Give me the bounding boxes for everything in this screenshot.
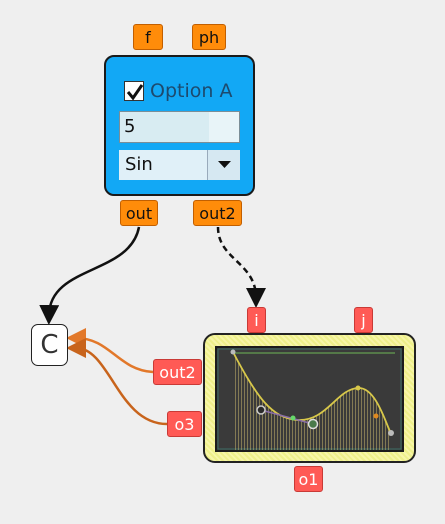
curve-line: [232, 351, 392, 434]
c-node[interactable]: C: [31, 324, 68, 366]
tangent-handle[interactable]: [307, 418, 319, 430]
option-a-label: Option A: [150, 80, 233, 102]
port-out2-left[interactable]: out2: [153, 359, 202, 385]
control-point[interactable]: [388, 430, 394, 436]
port-out2[interactable]: out2: [193, 200, 242, 226]
port-f[interactable]: f: [133, 24, 163, 50]
triangle-down-icon: [218, 161, 231, 168]
tangent-handle[interactable]: [256, 405, 266, 415]
curve-graph[interactable]: [217, 348, 402, 450]
port-ph[interactable]: ph: [192, 24, 226, 50]
control-point-selected[interactable]: [290, 415, 296, 421]
number-input[interactable]: 5: [119, 111, 240, 143]
port-j[interactable]: j: [354, 307, 373, 333]
dropdown-button[interactable]: [207, 150, 240, 180]
wire-out2-to-c: [66, 328, 154, 374]
control-point[interactable]: [355, 385, 361, 391]
port-out[interactable]: out: [120, 200, 158, 226]
port-o3[interactable]: o3: [167, 411, 202, 437]
option-a-row[interactable]: Option A: [124, 79, 232, 103]
curve-editor-panel[interactable]: [215, 346, 404, 452]
oscillator-node[interactable]: Option A 5 Sin: [104, 55, 255, 196]
number-value: 5: [124, 116, 136, 137]
waveform-select[interactable]: Sin: [119, 150, 240, 180]
number-slider-thumb[interactable]: [209, 112, 239, 142]
tangent-handle-line: [260, 409, 314, 425]
checkmark-icon: [126, 84, 144, 101]
wire-o3-to-c: [66, 338, 168, 426]
control-point[interactable]: [373, 413, 379, 419]
control-point[interactable]: [230, 349, 236, 355]
port-i[interactable]: i: [247, 307, 266, 333]
waveform-select-value: Sin: [125, 154, 153, 175]
option-a-checkbox[interactable]: [124, 81, 144, 101]
port-o1[interactable]: o1: [294, 466, 323, 492]
curve-editor-node[interactable]: [203, 333, 416, 463]
wire-out-to-c: [39, 226, 141, 325]
wire-out2-to-i: [216, 226, 266, 308]
